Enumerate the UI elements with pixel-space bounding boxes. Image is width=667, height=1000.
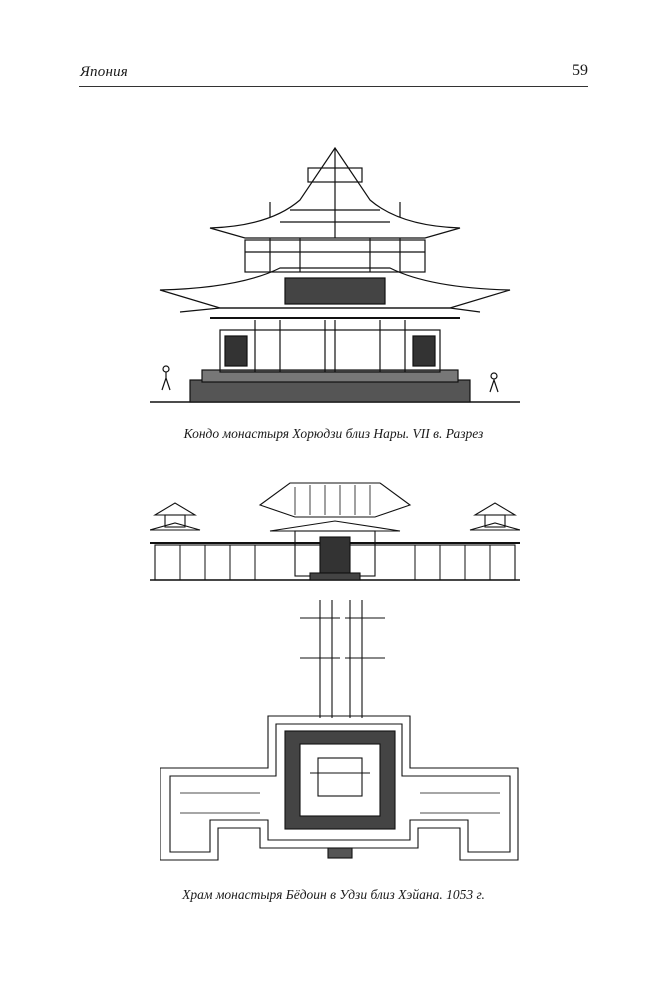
page-number: 59	[572, 62, 588, 79]
figure-caption: Храм монастыря Бёдоин в Удзи близ Хэйана…	[182, 887, 485, 902]
byodoin-plan-drawing	[160, 598, 520, 870]
byodoin-elevation-drawing	[150, 475, 520, 585]
running-title: Япония	[80, 64, 128, 80]
figure-caption: Кондо монастыря Хорюдзи близ Нары. VII в…	[183, 426, 484, 441]
kondo-section-drawing	[150, 140, 520, 410]
page-header: Япония 59	[79, 62, 588, 87]
